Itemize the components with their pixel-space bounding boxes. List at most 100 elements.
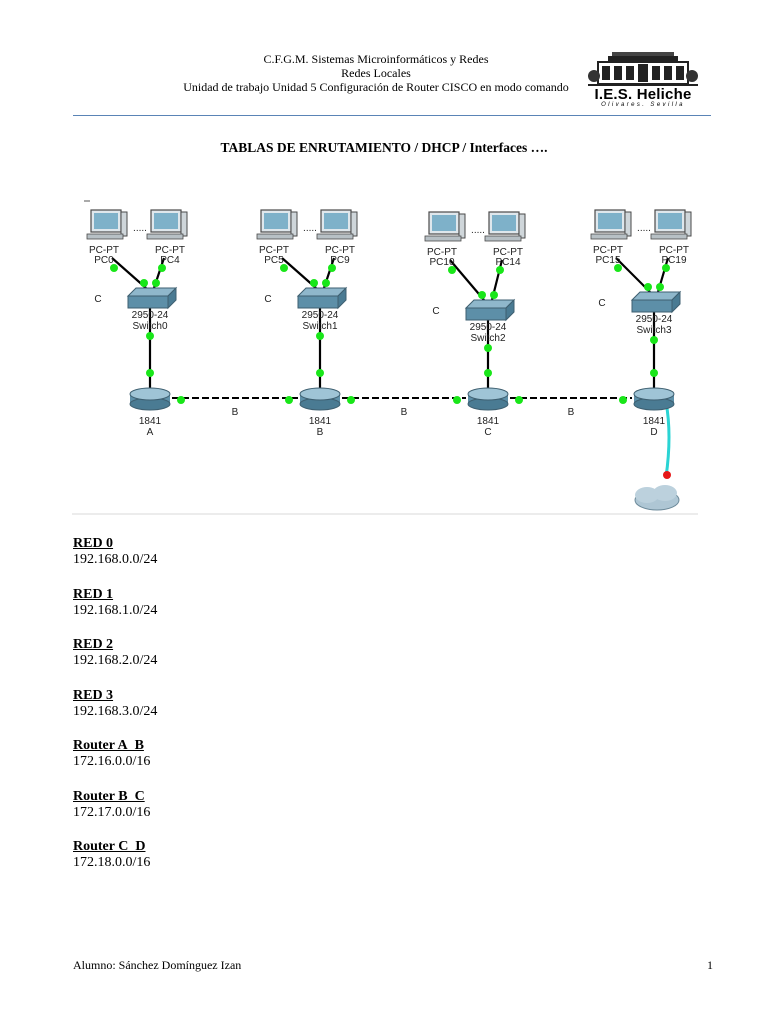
switch-model-label: 2950-24 <box>132 310 169 321</box>
link-light <box>614 264 622 272</box>
pc-type-label: PC-PT <box>89 245 119 256</box>
link-light <box>177 396 185 404</box>
pc-name-label: PC0 <box>94 255 114 266</box>
link-light <box>453 396 461 404</box>
pc-type-label: PC-PT <box>493 247 523 258</box>
switch-icon <box>126 286 178 310</box>
pc-name-label: PC19 <box>661 255 686 266</box>
network-list: RED 0 192.168.0.0/24 RED 1 192.168.1.0/2… <box>73 536 473 890</box>
page-footer: Alumno: Sánchez Domínguez Izan 1 <box>73 958 713 973</box>
network-name: Router B_C <box>73 788 145 804</box>
cloud-icon <box>634 485 680 511</box>
network-name: RED 1 <box>73 586 114 602</box>
switch-icon <box>630 290 682 314</box>
switch-model-label: 2950-24 <box>470 322 507 333</box>
switch-name-label: Switch0 <box>132 321 167 332</box>
logo-wordmark: I.E.S. Heliche <box>594 86 692 103</box>
connection-type-label: C <box>94 294 101 305</box>
ellipsis-label: ..... <box>471 225 485 236</box>
pc-icon <box>590 209 632 240</box>
pc-icon <box>484 211 526 242</box>
page-number: 1 <box>707 958 713 972</box>
document-title: TABLAS DE ENRUTAMIENTO / DHCP / Interfac… <box>220 140 548 155</box>
router-model-label: 1841 <box>477 416 500 427</box>
link-light <box>478 291 486 299</box>
link-light <box>316 369 324 377</box>
link-type-label: B <box>401 407 408 418</box>
network-address: 192.168.2.0/24 <box>73 653 158 668</box>
link-light <box>140 279 148 287</box>
router-icon <box>129 387 171 411</box>
pc-icon <box>146 209 188 240</box>
link-light <box>484 369 492 377</box>
link-light <box>152 279 160 287</box>
link-light <box>280 264 288 272</box>
school-logo: I.E.S. Heliche Olivares. Sevilla <box>588 52 698 108</box>
switch-icon <box>464 298 516 322</box>
router-icon <box>467 387 509 411</box>
pc-type-label: PC-PT <box>593 245 623 256</box>
header-module: Redes Locales <box>341 66 411 80</box>
pc-type-label: PC-PT <box>259 245 289 256</box>
pc-icon <box>316 209 358 240</box>
router-name-label: A <box>147 427 154 438</box>
network-address: 192.168.3.0/24 <box>73 703 158 719</box>
switch-name-label: Switch3 <box>636 325 671 336</box>
network-item: Router B_C 172.17.0.0/16 <box>73 789 473 840</box>
router-name-label: B <box>317 427 324 438</box>
link-light <box>310 279 318 287</box>
router-name-label: D <box>650 427 657 438</box>
router-model-label: 1841 <box>309 416 332 427</box>
network-address: 172.18.0.0/16 <box>73 855 151 870</box>
router-model-label: 1841 <box>643 416 666 427</box>
ellipsis-label: ..... <box>133 223 147 234</box>
header-unit: Unidad de trabajo Unidad 5 Configuración… <box>183 80 569 94</box>
link-light <box>662 264 670 272</box>
link-light <box>110 264 118 272</box>
network-address: 172.17.0.0/16 <box>73 804 151 820</box>
pc-name-label: PC4 <box>160 255 180 266</box>
pc-type-label: PC-PT <box>427 247 457 258</box>
pc-type-label: PC-PT <box>325 245 355 256</box>
link-type-label: B <box>232 407 239 418</box>
network-name: Router C_D <box>73 839 146 854</box>
diagram-background <box>72 195 698 517</box>
pc-name-label: PC15 <box>595 255 620 266</box>
link-light <box>285 396 293 404</box>
network-name: RED 3 <box>73 687 114 703</box>
student-name: Alumno: Sánchez Domínguez Izan <box>73 958 242 972</box>
pc-name-label: PC9 <box>330 255 350 266</box>
pc-cable <box>449 259 485 301</box>
link-light <box>484 344 492 352</box>
switch-icon <box>296 286 348 310</box>
pc-name-label: PC5 <box>264 255 284 266</box>
link-light <box>663 471 671 479</box>
pc-name-label: PC10 <box>429 257 454 268</box>
link-type-label: B <box>568 407 575 418</box>
router-name-label: C <box>484 427 491 438</box>
link-light <box>490 291 498 299</box>
link-light <box>619 396 627 404</box>
pc-type-label: PC-PT <box>659 245 689 256</box>
link-light <box>650 336 658 344</box>
network-item: RED 3 192.168.3.0/24 <box>73 688 473 739</box>
network-address: 192.168.1.0/24 <box>73 602 158 618</box>
router-icon <box>299 387 341 411</box>
switch-name-label: Switch2 <box>470 333 505 344</box>
ellipsis-label: ..... <box>637 223 651 234</box>
connection-type-label: C <box>598 298 605 309</box>
network-name: Router A_B <box>73 738 144 753</box>
router-model-label: 1841 <box>139 416 162 427</box>
switch-model-label: 2950-24 <box>636 314 673 325</box>
network-address: 192.168.0.0/24 <box>73 552 158 567</box>
logo-location: Olivares. Sevilla <box>601 102 685 108</box>
link-light <box>515 396 523 404</box>
network-item: Router C_D 172.18.0.0/16 <box>73 839 473 890</box>
link-light <box>328 264 336 272</box>
network-item: Router A_B 172.16.0.0/16 <box>73 738 473 789</box>
switch-model-label: 2950-24 <box>302 310 339 321</box>
ellipsis-label: ..... <box>303 223 317 234</box>
header-course: C.F.G.M. Sistemas Microinformáticos y Re… <box>263 52 489 66</box>
network-item: RED 1 192.168.1.0/24 <box>73 587 473 638</box>
